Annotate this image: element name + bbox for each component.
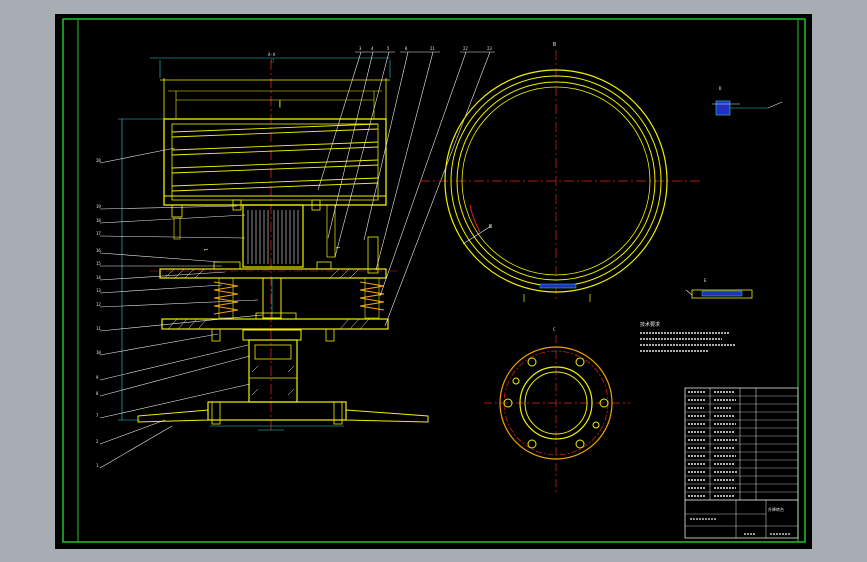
section-view: □ ┃ ⌐ ⌐ <box>96 46 495 469</box>
svg-text:⌐: ⌐ <box>336 244 340 252</box>
detail-views: D E <box>685 86 783 299</box>
flange-bottom-view: C <box>484 327 630 494</box>
svg-text:21: 21 <box>430 46 435 51</box>
svg-text:6: 6 <box>405 46 408 51</box>
technical-notes: 技术要求 <box>640 321 735 352</box>
drawing-sheet <box>55 14 812 549</box>
svg-text:B: B <box>489 224 492 230</box>
svg-text:13: 13 <box>96 288 101 293</box>
svg-text:17: 17 <box>96 231 101 236</box>
svg-text:9: 9 <box>96 375 99 380</box>
svg-text:□: □ <box>271 58 274 64</box>
svg-text:┃: ┃ <box>278 100 282 108</box>
svg-text:19: 19 <box>96 204 101 209</box>
tech-notes-title: 技术要求 <box>640 321 660 328</box>
svg-text:1: 1 <box>96 463 99 468</box>
svg-text:8: 8 <box>96 391 99 396</box>
view-label-top: B <box>553 42 556 48</box>
svg-text:22: 22 <box>463 46 468 51</box>
svg-text:11: 11 <box>96 326 101 331</box>
svg-text:18: 18 <box>96 218 101 223</box>
view-label-bottom: C <box>553 327 556 332</box>
parts-list: 升降转台 <box>684 387 799 539</box>
svg-text:4: 4 <box>371 46 374 51</box>
detail-label-2: E <box>704 278 707 283</box>
svg-text:20: 20 <box>96 158 101 163</box>
svg-text:16: 16 <box>96 248 101 253</box>
view-label-section: A-A <box>268 52 276 57</box>
detail-label-1: D <box>719 86 722 91</box>
title-block-name: 升降转台 <box>768 506 784 512</box>
svg-text:14: 14 <box>96 275 101 280</box>
svg-text:5: 5 <box>387 46 390 51</box>
ring-top-view: B B <box>420 42 702 302</box>
svg-text:12: 12 <box>96 302 101 307</box>
svg-text:15: 15 <box>96 261 101 266</box>
svg-text:3: 3 <box>359 46 362 51</box>
svg-text:10: 10 <box>96 350 101 355</box>
svg-text:23: 23 <box>487 46 492 51</box>
svg-text:7: 7 <box>96 413 99 418</box>
inner-frame <box>77 18 799 543</box>
svg-text:2: 2 <box>96 439 99 444</box>
svg-text:⌐: ⌐ <box>204 246 208 254</box>
